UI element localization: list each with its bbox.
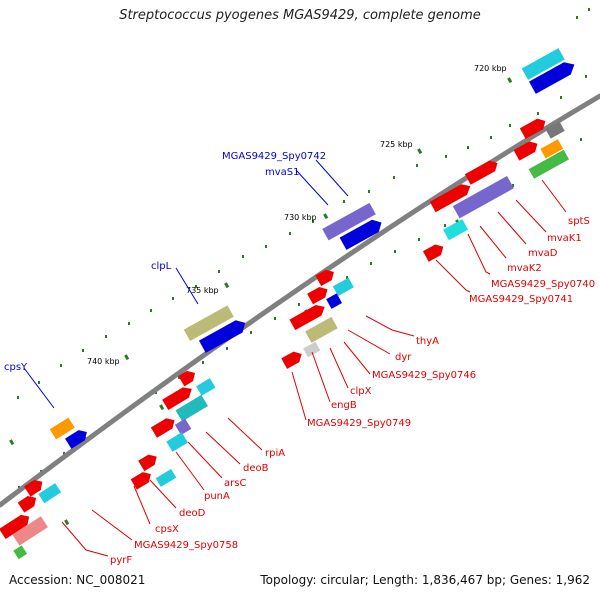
gene-block-mva[interactable] xyxy=(400,157,525,262)
gene-mvaK1-a[interactable] xyxy=(540,139,564,159)
gene-Spy0746[interactable] xyxy=(326,293,343,309)
gene-red[interactable] xyxy=(150,415,178,438)
gene-labels-blue: MGAS9429_Spy0742 mvaS1 clpL cpsY xyxy=(4,151,326,373)
tick-label-735: 735 kbp xyxy=(186,286,219,295)
gene-rpiA-a[interactable] xyxy=(178,368,198,387)
tick-marks xyxy=(9,77,513,526)
label-engB[interactable]: engB xyxy=(331,400,357,411)
gene-deoB[interactable] xyxy=(196,378,216,396)
gene-blue-730[interactable] xyxy=(339,216,385,250)
leader-lines-red xyxy=(61,179,567,557)
label-Spy0746[interactable]: MGAS9429_Spy0746 xyxy=(372,370,476,381)
label-Spy0749[interactable]: MGAS9429_Spy0749 xyxy=(307,418,411,429)
gene-clpL[interactable] xyxy=(183,305,234,341)
label-mvaS1[interactable]: mvaS1 xyxy=(265,167,300,178)
gene-clpX[interactable] xyxy=(289,302,327,331)
gene-block-735-outer[interactable] xyxy=(183,302,249,357)
label-sptS[interactable]: sptS xyxy=(568,216,590,227)
label-Spy0740[interactable]: MGAS9429_Spy0740 xyxy=(491,279,595,290)
label-deoB[interactable]: deoB xyxy=(243,463,269,474)
gene-arsC[interactable] xyxy=(175,394,208,422)
gene-blue-740[interactable] xyxy=(65,427,90,449)
gene-block-720-outer[interactable] xyxy=(521,45,578,94)
label-clpX[interactable]: clpX xyxy=(350,386,372,397)
gene-red[interactable] xyxy=(24,477,46,497)
gene-mvaS1[interactable] xyxy=(322,202,376,241)
label-pyrF[interactable]: pyrF xyxy=(110,555,132,566)
genome-summary-text: Topology: circular; Length: 1,836,467 bp… xyxy=(260,573,590,587)
gene-mvaD[interactable] xyxy=(452,176,514,219)
outer-dots xyxy=(17,8,590,399)
label-clpL[interactable]: clpL xyxy=(151,261,172,272)
gene-block-thya[interactable] xyxy=(254,262,373,369)
gene-pyrF[interactable] xyxy=(12,516,48,546)
gene-blue[interactable] xyxy=(529,58,578,94)
gene-engB[interactable] xyxy=(305,316,338,343)
label-punA[interactable]: punA xyxy=(204,491,230,502)
gene-block-rpia[interactable] xyxy=(98,363,245,499)
outer-track-genes xyxy=(49,45,578,453)
gene-cpsX[interactable] xyxy=(155,469,177,487)
gene-Spy0740[interactable] xyxy=(422,242,446,262)
gene-Spy0758[interactable] xyxy=(38,483,62,504)
label-deoD[interactable]: deoD xyxy=(179,508,206,519)
gene-red[interactable] xyxy=(513,138,541,161)
gene-red[interactable] xyxy=(138,452,160,472)
gene-dyr[interactable] xyxy=(332,277,354,297)
gene-mvaK2[interactable] xyxy=(443,219,469,241)
gene-block-spts[interactable] xyxy=(506,110,578,181)
gene-block-730-outer[interactable] xyxy=(322,202,385,255)
label-cpsX[interactable]: cpsX xyxy=(155,524,179,535)
gene-cyan[interactable] xyxy=(521,48,565,80)
gene-red[interactable] xyxy=(0,512,32,540)
label-mvaD[interactable]: mvaD xyxy=(528,248,558,259)
tick-label-720: 720 kbp xyxy=(474,64,507,73)
gene-block-740-outer[interactable] xyxy=(49,413,90,453)
map-title: Streptococcus pyogenes MGAS9429, complet… xyxy=(119,8,481,23)
gene-red[interactable] xyxy=(464,158,501,185)
label-Spy0742[interactable]: MGAS9429_Spy0742 xyxy=(222,151,326,162)
label-arsC[interactable]: arsC xyxy=(224,478,246,489)
gene-red[interactable] xyxy=(17,493,40,513)
gene-thyA[interactable] xyxy=(307,284,330,305)
label-rpiA[interactable]: rpiA xyxy=(265,448,285,459)
tick-label-725: 725 kbp xyxy=(380,140,413,149)
genome-backbone xyxy=(0,93,600,508)
gene-blue-735[interactable] xyxy=(198,317,249,353)
gene-red[interactable] xyxy=(519,116,549,139)
gene-red[interactable] xyxy=(130,469,154,490)
tick-labels: 720 kbp 725 kbp 730 kbp 735 kbp 740 kbp xyxy=(87,64,507,366)
label-cpsY[interactable]: cpsY xyxy=(4,362,28,373)
label-mvaK1[interactable]: mvaK1 xyxy=(547,233,582,244)
tick-label-730: 730 kbp xyxy=(284,213,317,222)
gene-thyA-a[interactable] xyxy=(315,267,337,287)
gene-cpsY[interactable] xyxy=(49,417,75,440)
gene-block-pyrf[interactable] xyxy=(0,471,79,560)
gene-sptS[interactable] xyxy=(545,121,565,139)
accession-text: Accession: NC_008021 xyxy=(9,573,146,587)
label-dyr[interactable]: dyr xyxy=(395,352,412,363)
leader-lines-blue xyxy=(23,159,349,409)
gene-rpiA[interactable] xyxy=(162,384,195,411)
gene-mvaK1[interactable] xyxy=(528,149,570,179)
label-Spy0741[interactable]: MGAS9429_Spy0741 xyxy=(469,294,573,305)
inner-track-genes xyxy=(0,110,578,560)
gene-punA[interactable] xyxy=(174,418,192,436)
label-thyA[interactable]: thyA xyxy=(416,336,439,347)
guide-dots xyxy=(17,8,590,489)
label-Spy0758[interactable]: MGAS9429_Spy0758 xyxy=(134,540,238,551)
gene-red[interactable] xyxy=(281,349,304,369)
gene-green[interactable] xyxy=(13,545,28,560)
tick-label-740: 740 kbp xyxy=(87,357,120,366)
label-mvaK2[interactable]: mvaK2 xyxy=(507,263,542,274)
gene-Spy0749[interactable] xyxy=(303,341,321,358)
gene-labels-red: sptS mvaK1 mvaD mvaK2 MGAS9429_Spy0740 M… xyxy=(110,216,595,566)
gene-deoD[interactable] xyxy=(166,432,188,452)
gene-red[interactable] xyxy=(429,181,473,213)
